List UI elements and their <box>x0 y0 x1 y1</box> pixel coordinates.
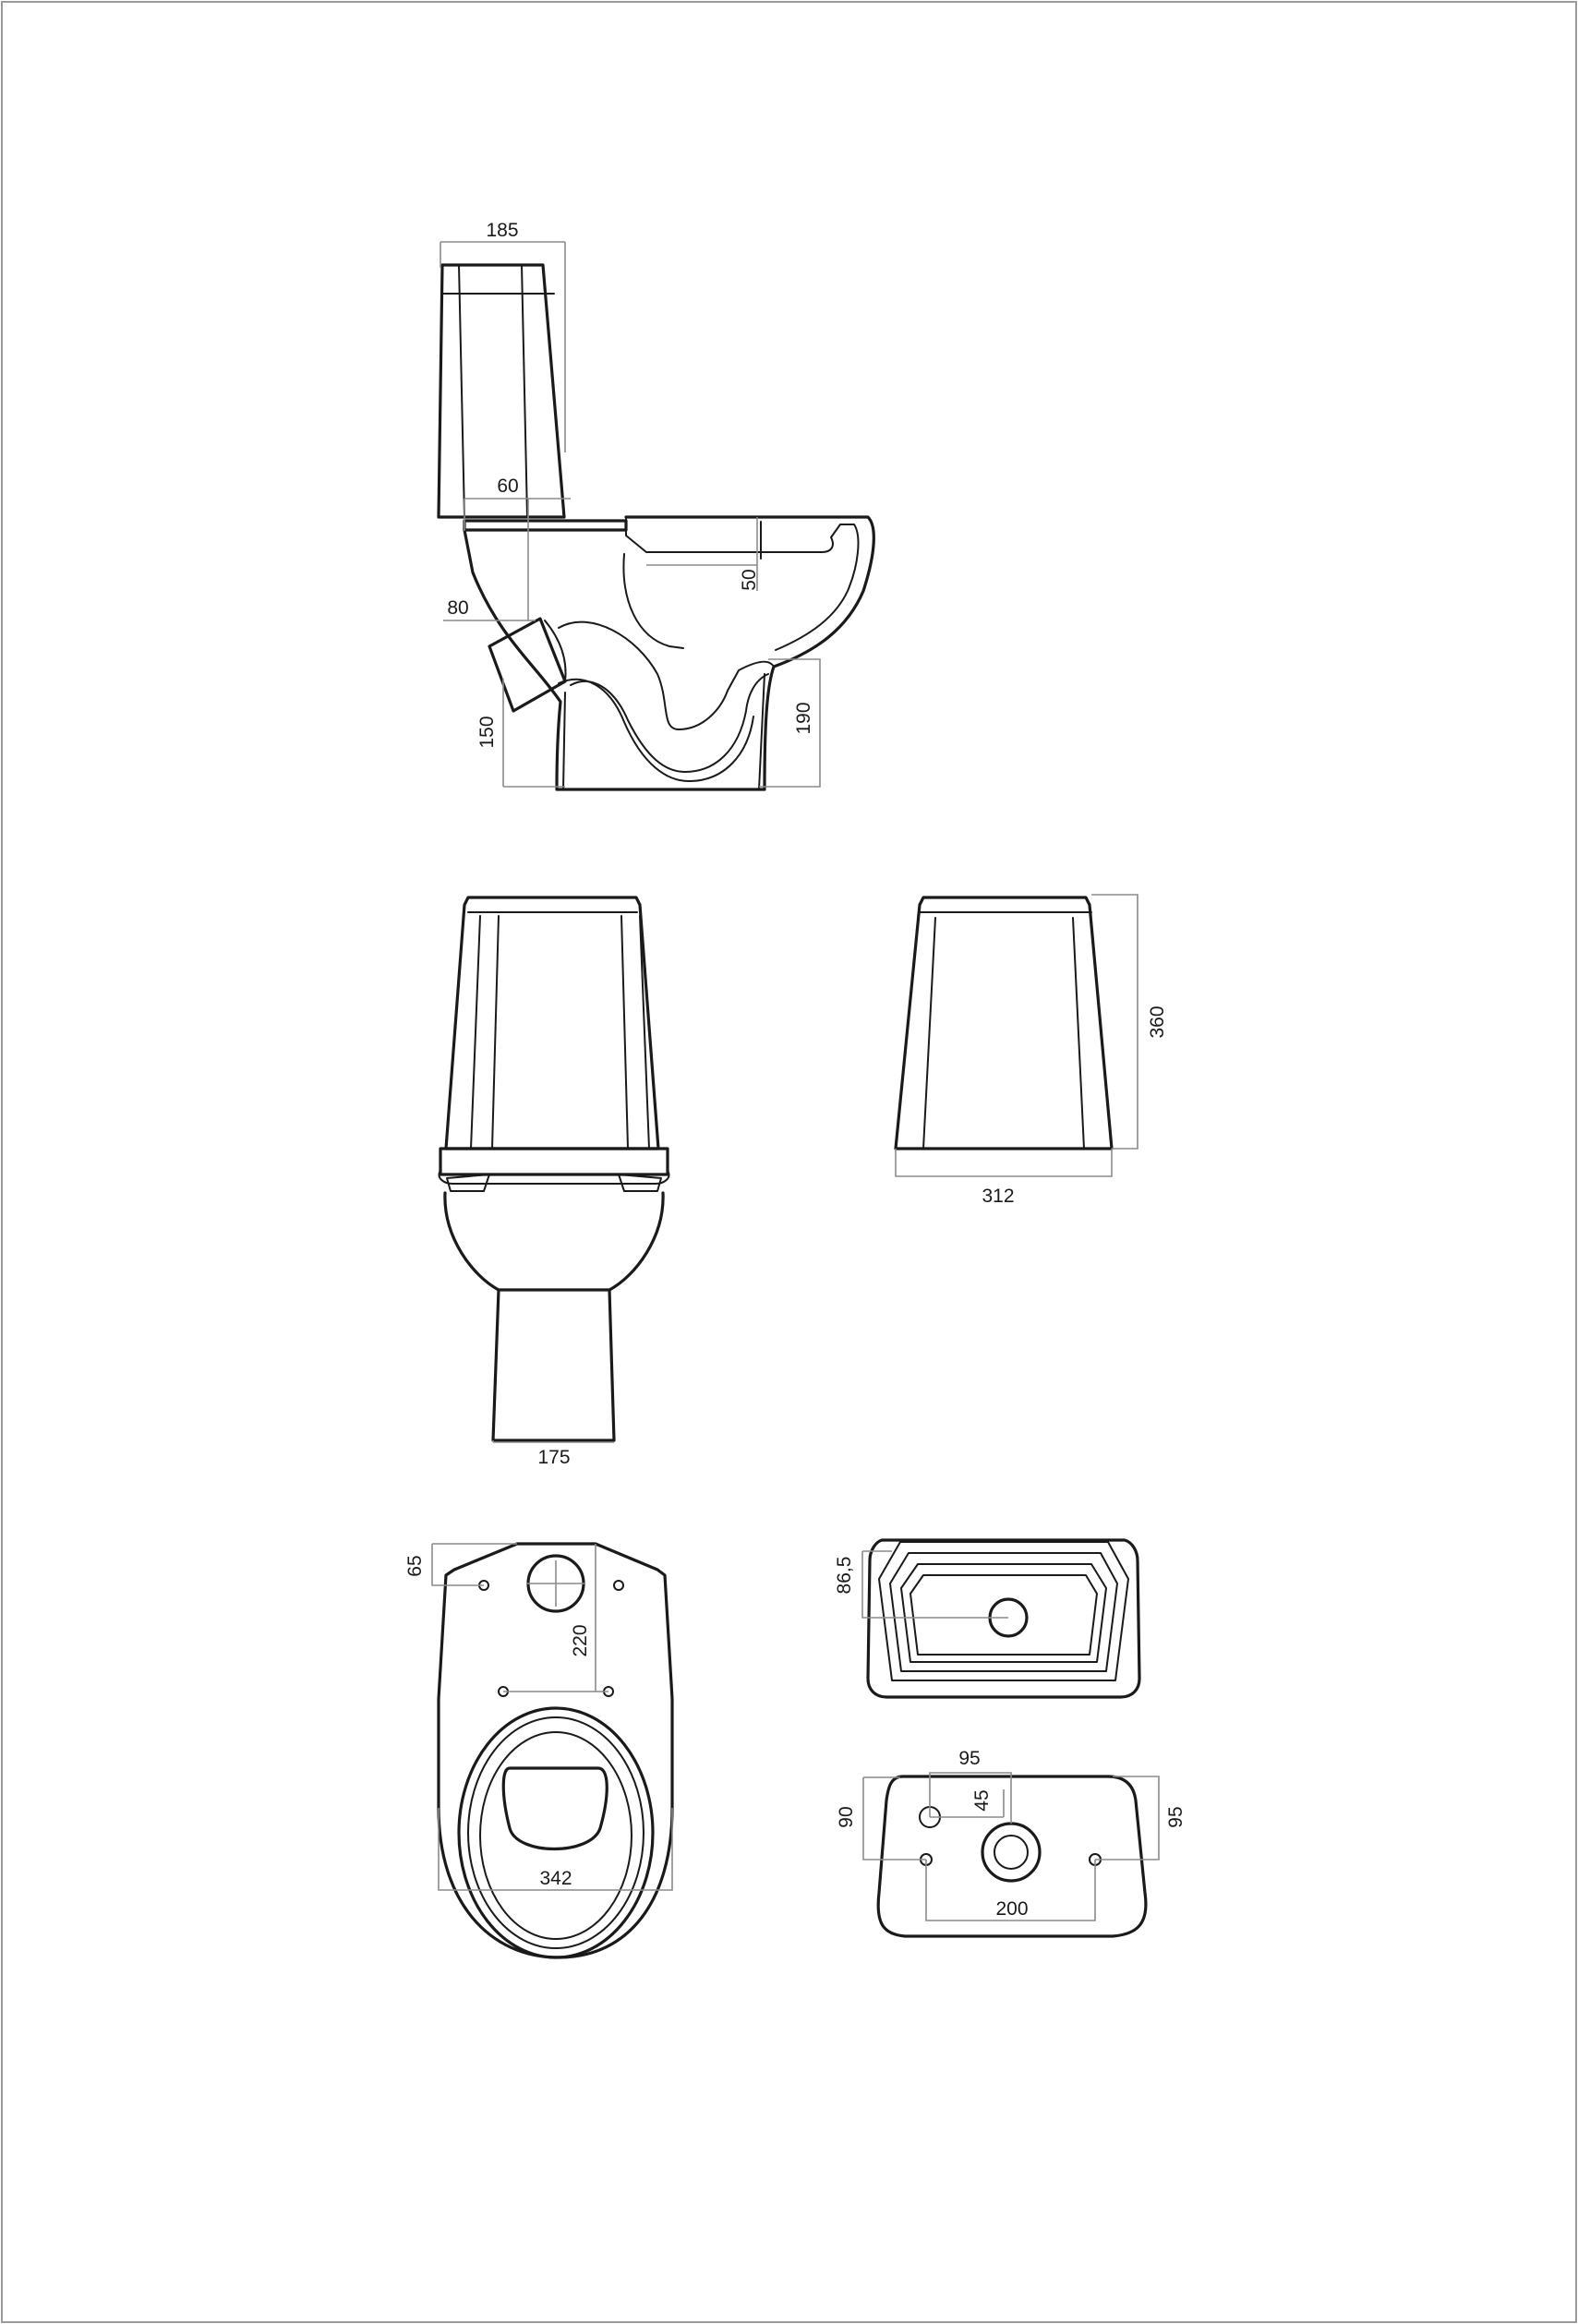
dim-tank-height: 360 <box>1147 1005 1168 1038</box>
side-view: 185 60 80 50 150 190 <box>437 220 875 791</box>
side-view-bowl <box>463 515 875 791</box>
dim-bowl-depth: 50 <box>739 569 760 590</box>
tank-top-dimensions: 86,5 <box>834 1550 1008 1619</box>
side-view-dimensions: 185 60 80 50 150 190 <box>440 220 821 788</box>
dim-base-height: 190 <box>793 702 814 734</box>
bowl-top-view: 65 220 342 <box>404 1542 674 1959</box>
dim-base-width: 175 <box>537 1447 570 1468</box>
dim-bolt-spacing: 200 <box>995 1898 1028 1920</box>
dim-rim-width: 342 <box>539 1868 572 1889</box>
flush-valve-hole-icon <box>981 1822 1042 1883</box>
dim-rear-offset: 65 <box>404 1555 426 1576</box>
bowl-top-dimensions: 65 220 342 <box>404 1543 673 1891</box>
dim-hole-offset-y: 45 <box>971 1789 993 1811</box>
dim-hole-offset-x: 95 <box>958 1748 980 1769</box>
dim-left-height: 90 <box>836 1806 857 1827</box>
side-view-cistern <box>437 263 566 519</box>
dim-tank-depth-top: 86,5 <box>834 1557 855 1595</box>
dim-hole-spacing: 220 <box>570 1624 591 1656</box>
dim-outlet-center: 150 <box>476 716 498 748</box>
dim-tank-width: 312 <box>982 1186 1014 1207</box>
front-view-dimensions: 175 <box>492 1440 614 1468</box>
front-view-cistern <box>444 896 660 1150</box>
dim-tank-depth: 185 <box>486 220 518 241</box>
front-view-bowl <box>438 1147 670 1442</box>
tank-bottom-view: 95 45 90 95 200 <box>836 1748 1187 1938</box>
tank-front-dimensions: 360 312 <box>895 894 1168 1207</box>
tank-top-view: 86,5 <box>834 1538 1141 1699</box>
tank-bottom-dimensions: 95 45 90 95 200 <box>836 1748 1187 1921</box>
dim-outlet-height: 80 <box>447 597 468 619</box>
tank-front-view: 360 312 <box>894 894 1168 1207</box>
front-view: 175 <box>438 896 670 1468</box>
dim-right-height: 95 <box>1165 1806 1187 1827</box>
tank-bolt-hole-icon <box>613 1580 624 1591</box>
dim-tank-offset: 60 <box>497 476 518 497</box>
